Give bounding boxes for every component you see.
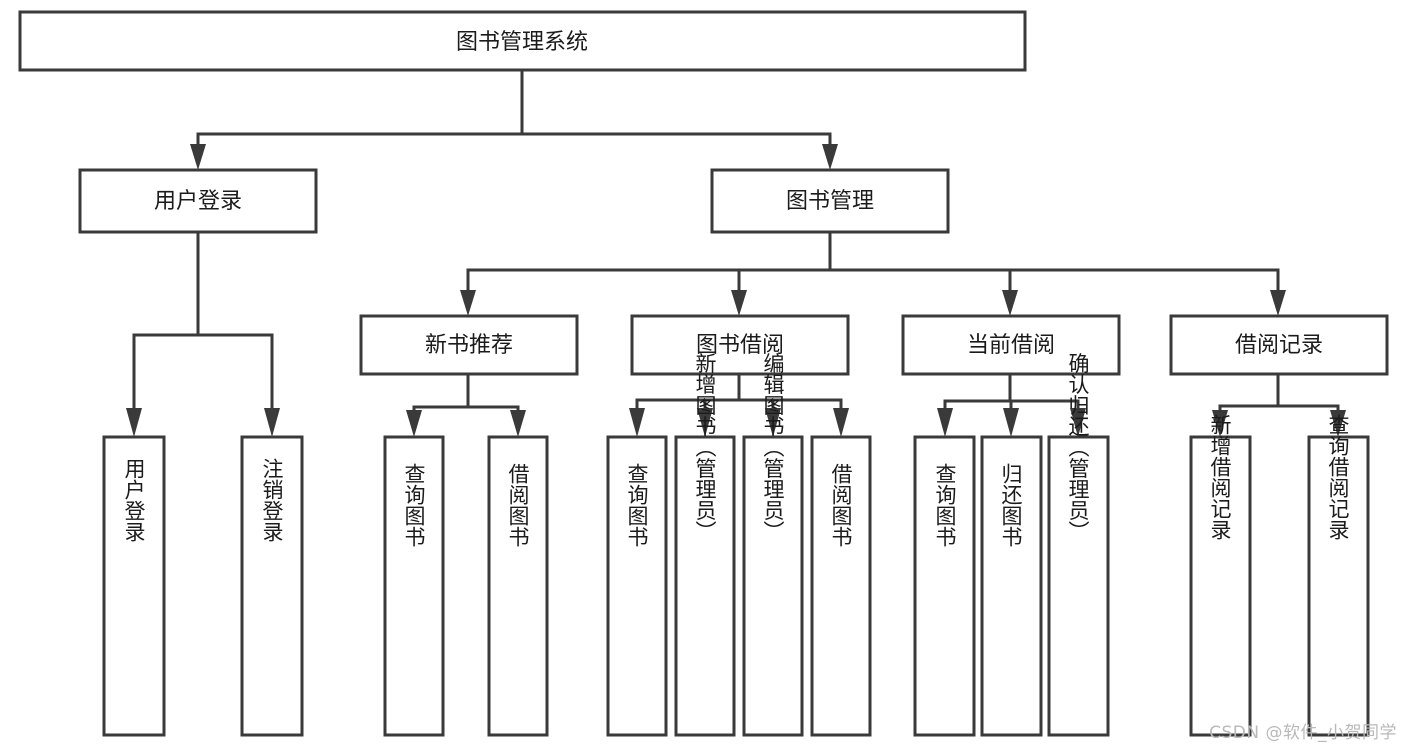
arrow-head-current-borrow: [1002, 290, 1018, 316]
leaf-node-borrow-query[interactable]: 查询图书: [606, 435, 668, 737]
arrow-head-book-borrow: [731, 290, 747, 316]
leaf-rec-borrow-box[interactable]: [487, 435, 549, 737]
node-current-borrow[interactable]: 当前借阅: [901, 314, 1121, 376]
node-book-borrow[interactable]: 图书借阅: [630, 314, 850, 376]
node-root[interactable]: 图书管理系统: [18, 10, 1027, 72]
arrow-head-new-book-rec: [460, 290, 476, 316]
node-book-manage[interactable]: 图书管理: [710, 168, 950, 234]
leaf-rec-add-box[interactable]: [1189, 435, 1252, 737]
node-root-label: 图书管理系统: [456, 30, 588, 55]
leaf-node-rec-query2[interactable]: 查询借阅记录: [1307, 414, 1370, 737]
leaf-user-logout-box[interactable]: [240, 435, 304, 737]
node-current-borrow-box[interactable]: [901, 314, 1121, 376]
arrow-head-leaf-rec-borrow: [510, 410, 526, 437]
leaf-user-login-box[interactable]: [102, 435, 166, 737]
leaf-borrow-edit-box[interactable]: [742, 435, 804, 737]
arrow-head-leaf-cur-query: [937, 408, 953, 437]
leaf-cur-confirm-box[interactable]: [1047, 435, 1110, 737]
leaf-rec-query2-label: 查询借阅记录: [1326, 414, 1350, 540]
leaf-borrow-do-box[interactable]: [810, 435, 872, 737]
arrow-head-leaf-rec-query2: [1330, 410, 1346, 437]
arrow-head-leaf-cur-return: [1003, 408, 1019, 437]
node-user-login-box[interactable]: [78, 168, 318, 234]
arrow-head-leaf-rec-query: [406, 410, 422, 437]
arrow-head-borrow-record: [1270, 290, 1286, 316]
arrow-head-leaf-borrow-query: [629, 408, 645, 437]
leaf-rec-query-label: 查询图书: [402, 463, 426, 547]
arrow-head-leaf-borrow-do: [833, 408, 849, 437]
node-new-book-rec-box[interactable]: [359, 314, 579, 376]
arrow-head-userlogin: [190, 144, 206, 170]
leaf-borrow-add-box[interactable]: [674, 435, 736, 737]
arrow-head-leaf-user-logout: [264, 408, 280, 437]
arrow-head-bookmanage: [822, 144, 838, 170]
arrow-head-leaf-rec-add: [1212, 410, 1228, 437]
connector-layer: [126, 68, 1346, 437]
leaf-node-cur-query[interactable]: 查询图书: [913, 435, 976, 737]
leaf-node-cur-confirm[interactable]: 确认归还（管理员）: [1047, 353, 1110, 737]
leaf-node-rec-add[interactable]: 新增借阅记录: [1189, 414, 1252, 737]
node-new-book-rec-label: 新书推荐: [425, 333, 513, 358]
node-user-login[interactable]: 用户登录: [78, 168, 318, 234]
leaf-user-logout-label: 注销登录: [260, 458, 284, 542]
node-user-login-label: 用户登录: [154, 189, 242, 214]
leaf-rec-query2-box[interactable]: [1307, 435, 1370, 737]
leaf-cur-return-box[interactable]: [980, 435, 1043, 737]
leaf-borrow-edit-label: 编辑图书（管理员）: [761, 353, 785, 542]
node-book-borrow-box[interactable]: [630, 314, 850, 376]
leaf-cur-query-box[interactable]: [913, 435, 976, 737]
node-borrow-record[interactable]: 借阅记录: [1169, 314, 1389, 376]
leaf-node-user-logout[interactable]: 注销登录: [240, 435, 304, 737]
node-current-borrow-label: 当前借阅: [967, 333, 1055, 358]
node-borrow-record-label: 借阅记录: [1235, 333, 1323, 358]
leaf-borrow-query-label: 查询图书: [625, 463, 649, 547]
csdn-watermark: CSDN @软件_小贺同学: [1209, 723, 1397, 743]
leaf-node-borrow-edit[interactable]: 编辑图书（管理员）: [742, 353, 804, 737]
node-root-box[interactable]: [18, 10, 1027, 72]
leaf-borrow-add-label: 新增图书（管理员）: [693, 353, 717, 542]
leaf-borrow-query-box[interactable]: [606, 435, 668, 737]
leaf-node-user-login[interactable]: 用户登录: [102, 435, 166, 737]
leaf-cur-return-label: 归还图书: [999, 463, 1023, 547]
leaf-cur-query-label: 查询图书: [933, 463, 957, 547]
arrow-head-leaf-cur-confirm: [1070, 408, 1086, 437]
node-book-borrow-label: 图书借阅: [696, 333, 784, 358]
node-book-manage-label: 图书管理: [786, 189, 874, 214]
leaf-rec-query-box[interactable]: [383, 435, 445, 737]
leaf-node-rec-query[interactable]: 查询图书: [383, 435, 445, 737]
leaf-node-borrow-add[interactable]: 新增图书（管理员）: [674, 353, 736, 737]
leaf-node-cur-return[interactable]: 归还图书: [980, 435, 1043, 737]
node-book-manage-box[interactable]: [710, 168, 950, 234]
arrow-head-leaf-borrow-edit: [765, 408, 781, 437]
arrow-head-leaf-borrow-add: [697, 408, 713, 437]
leaf-rec-borrow-label: 借阅图书: [506, 463, 530, 547]
leaf-node-rec-borrow[interactable]: 借阅图书: [487, 435, 549, 737]
leaf-node-borrow-do[interactable]: 借阅图书: [810, 435, 872, 737]
leaf-rec-add-label: 新增借阅记录: [1208, 414, 1232, 540]
node-borrow-record-box[interactable]: [1169, 314, 1389, 376]
node-new-book-rec[interactable]: 新书推荐: [359, 314, 579, 376]
leaf-cur-confirm-label: 确认归还（管理员）: [1066, 353, 1090, 542]
leaf-borrow-do-label: 借阅图书: [829, 463, 853, 547]
arrow-head-leaf-user-login: [126, 408, 142, 437]
leaf-user-login-label: 用户登录: [122, 458, 146, 542]
